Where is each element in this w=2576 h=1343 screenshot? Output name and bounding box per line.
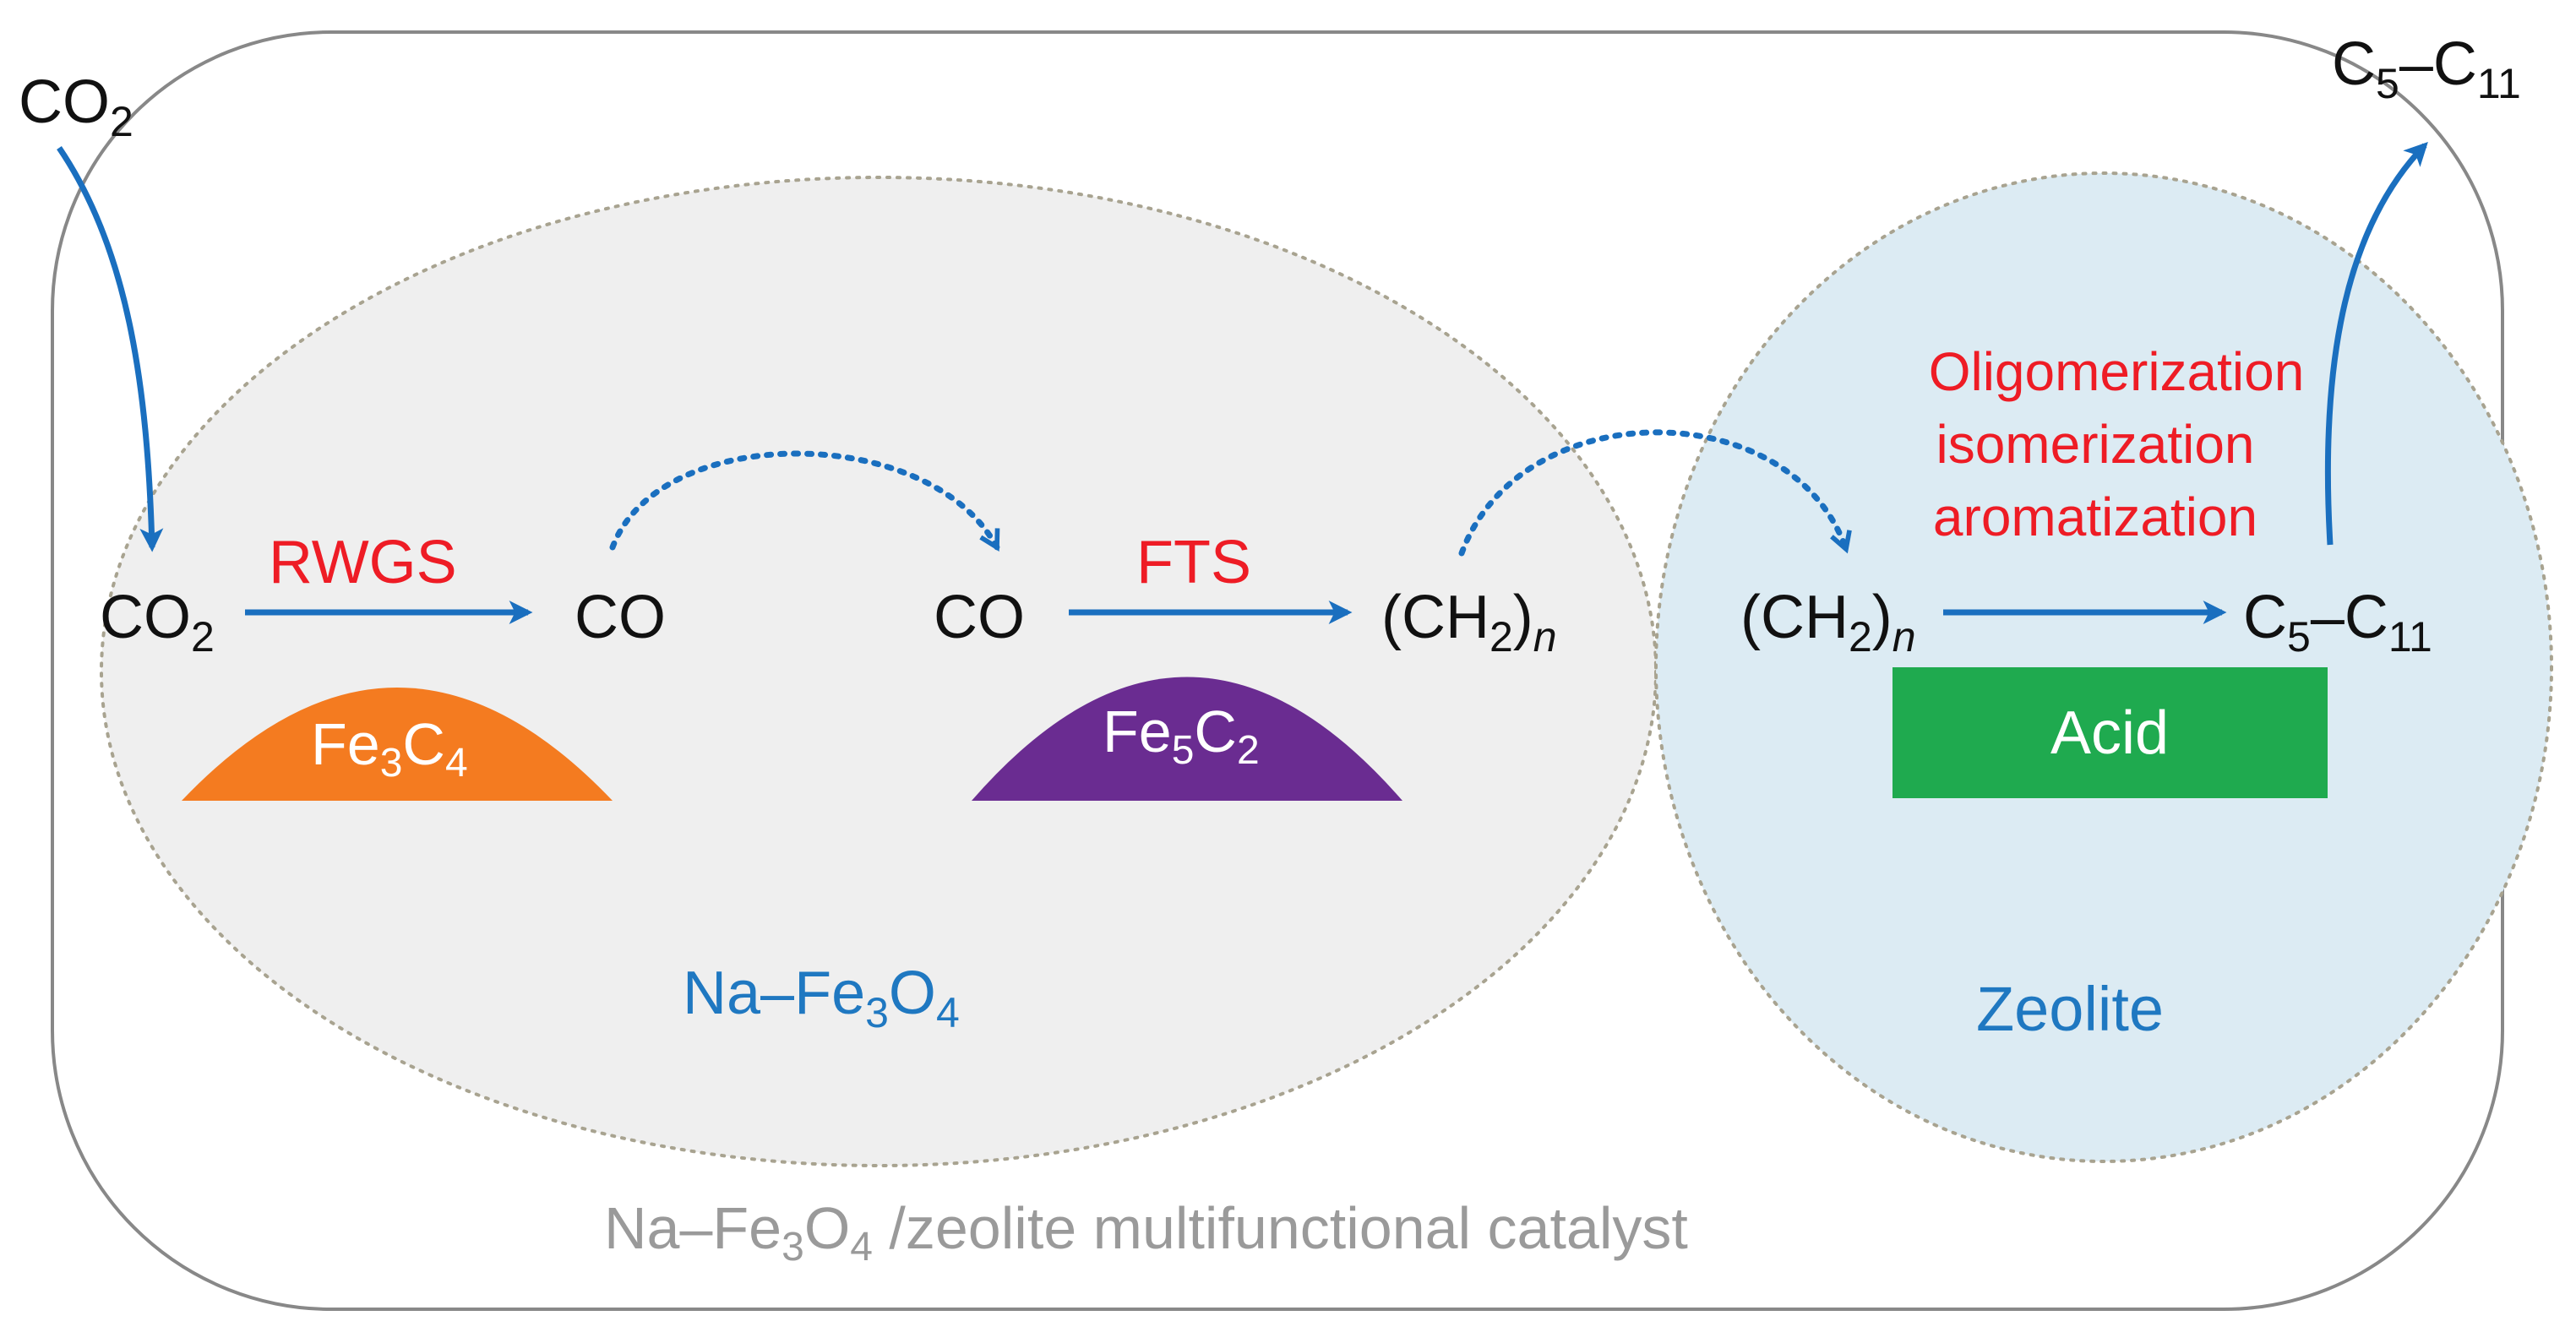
rwgs-label: RWGS <box>269 529 457 596</box>
co-transfer-arrow <box>609 450 1000 552</box>
na-fe3o4-region-label: Na–Fe3O4 <box>683 960 960 1036</box>
outlet-arrow <box>2324 141 2428 546</box>
outlet-product-label: C5–C11 <box>2332 30 2521 107</box>
zeolite-ch2n-label: (CH2)n <box>1740 584 1916 661</box>
acid-label: Acid <box>2050 699 2169 767</box>
ch2n-transfer-arrow <box>1458 429 1852 557</box>
co2-reactant-label: CO2 <box>100 584 215 661</box>
zeolite-product-label: C5–C11 <box>2243 584 2432 661</box>
zeolite-region-label: Zeolite <box>1976 974 2164 1044</box>
fe5c2-label: Fe5C2 <box>1103 699 1260 773</box>
process-aromatization: aromatization <box>1933 487 2257 547</box>
co-product-label: CO <box>575 584 666 651</box>
fe3c4-particle <box>182 688 613 801</box>
na-fe3o4-region <box>100 176 1658 1167</box>
fts-label: FTS <box>1136 529 1251 596</box>
process-isomerization: isomerization <box>1936 414 2254 475</box>
fe5c2-particle <box>972 677 1402 801</box>
acid-site <box>1893 667 2328 798</box>
catalyst-caption: Na–Fe3O4 /zeolite multifunctional cataly… <box>604 1195 1688 1270</box>
process-oligomerization: Oligomerization <box>1929 341 2305 402</box>
inlet-co2-label: CO2 <box>19 68 133 145</box>
co-reactant-label: CO <box>934 584 1025 651</box>
inlet-arrow <box>57 146 164 552</box>
fe3c4-label: Fe3C4 <box>311 711 468 786</box>
ch2n-product-label: (CH2)n <box>1381 584 1557 661</box>
